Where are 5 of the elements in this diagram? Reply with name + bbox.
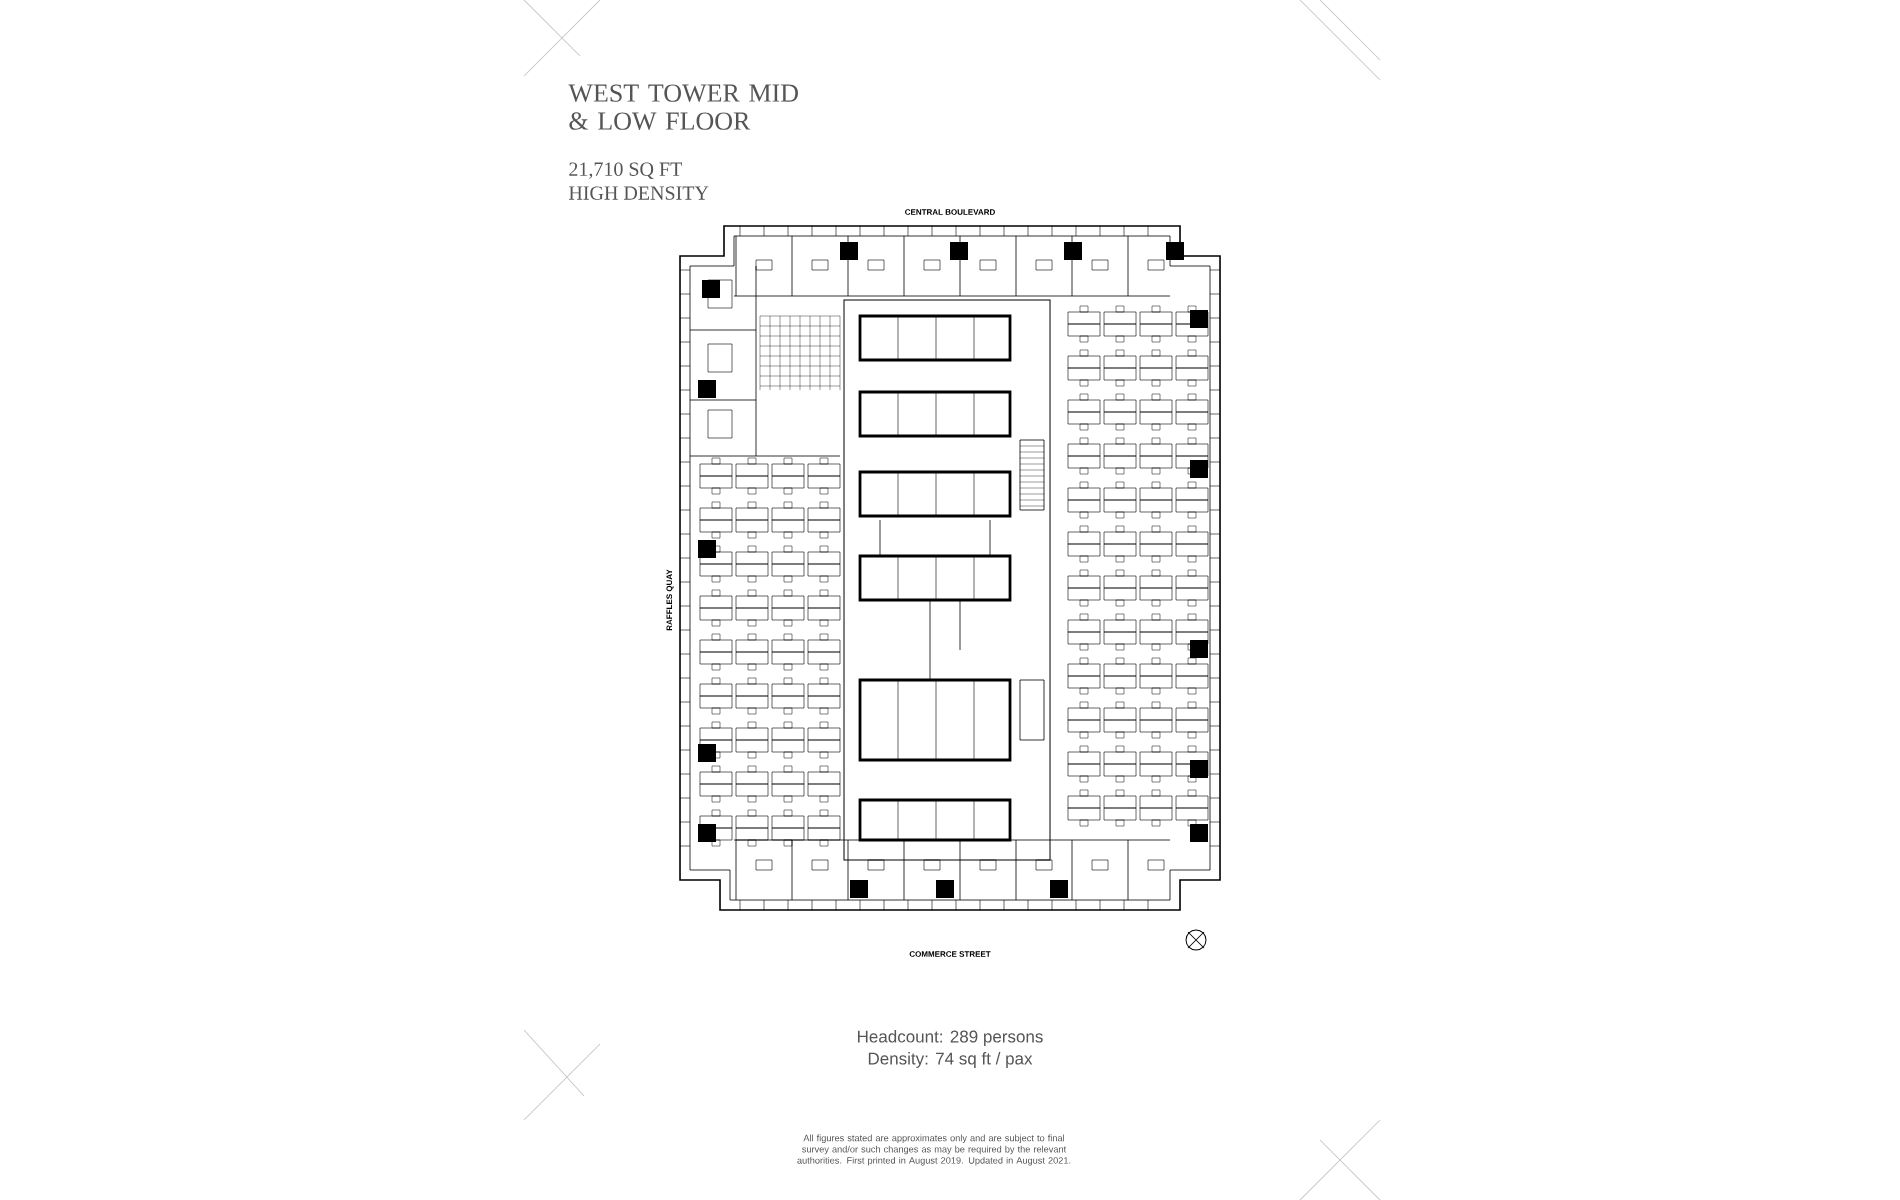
headcount-text: Headcount: 289 persons — [858, 1030, 1043, 1046]
area-text: 21,710 SQ FT — [569, 162, 682, 179]
density-class: HIGH DENSITY — [568, 186, 709, 200]
heading: WEST TOWER MID & LOW FLOOR — [568, 84, 798, 131]
density-text: Density: 74 sq ft / pax — [868, 1052, 1033, 1068]
